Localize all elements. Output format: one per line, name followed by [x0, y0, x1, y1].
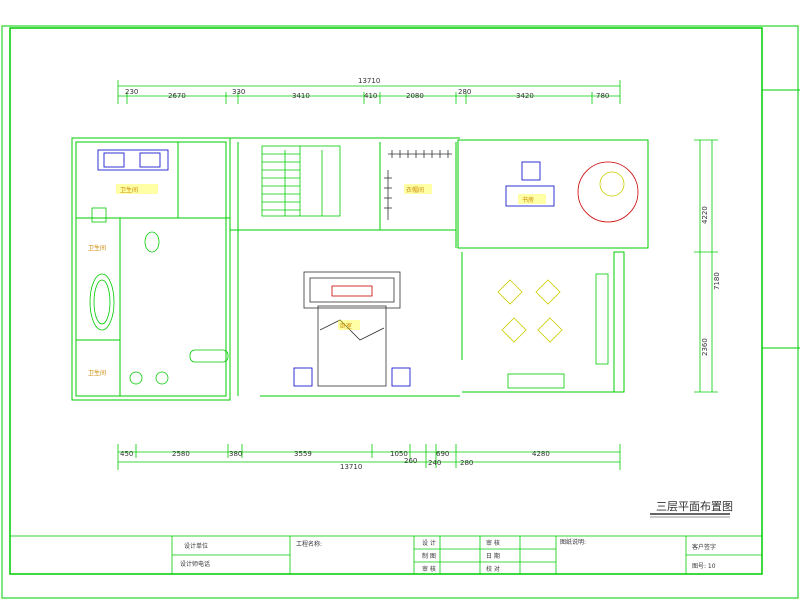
bottom-dim-4: 3559 — [294, 450, 312, 458]
title-design-unit: 设计单位 — [184, 542, 208, 550]
room-label-bathroom: 卫生间 — [120, 186, 138, 194]
top-dim-6: 2080 — [406, 92, 424, 100]
bottom-dim-3: 380 — [229, 450, 242, 458]
title-project-name: 工程名称: — [296, 540, 322, 548]
bottom-dimension-chain — [117, 444, 621, 470]
bottom-sub-dim-1: 260 — [404, 457, 417, 465]
bathroom-fixtures — [89, 149, 229, 385]
top-dim-4: 3410 — [292, 92, 310, 100]
top-dim-2: 2670 — [168, 92, 186, 100]
top-dimension-chain — [117, 80, 621, 104]
walls — [71, 137, 649, 401]
closet-hangers — [384, 150, 452, 220]
bottom-dim-5: 1050 — [390, 450, 408, 458]
top-dim-7: 280 — [458, 88, 471, 96]
top-dim-5: 410 — [364, 92, 377, 100]
room-label-bedroom: 卧室 — [340, 322, 352, 330]
right-dim-2: 7180 — [713, 272, 721, 290]
title-note: 图纸说明: — [560, 538, 586, 546]
title-check2: 校 对 — [486, 565, 500, 573]
top-dim-8: 3420 — [516, 92, 534, 100]
top-dim-3: 330 — [232, 88, 245, 96]
title-date: 日 期 — [486, 552, 500, 560]
bed — [293, 271, 411, 387]
room-label-closet: 衣帽间 — [406, 186, 424, 194]
bottom-dim-1: 450 — [120, 450, 133, 458]
room-label-bathroom-small: 卫生间 — [88, 244, 106, 252]
title-check: 审 核 — [486, 539, 500, 547]
title-drawing-no: 图号: 10 — [692, 563, 716, 570]
bottom-dim-2: 2580 — [172, 450, 190, 458]
room-label-bathroom-lower: 卫生间 — [88, 369, 106, 377]
drawing-title: 三层平面布置图 — [656, 500, 733, 513]
bottom-sub-dim-3: 280 — [460, 459, 473, 467]
title-design: 设 计 — [422, 539, 436, 547]
right-dim-3: 2360 — [701, 338, 709, 356]
outer-frame — [1, 25, 799, 599]
title-client: 客户签字 — [692, 543, 716, 551]
title-drawing: 制 图 — [422, 552, 436, 560]
title-block — [9, 535, 763, 575]
study-furniture — [505, 161, 639, 223]
top-dim-9: 780 — [596, 92, 609, 100]
staircase — [261, 145, 341, 217]
bottom-dim-7: 4280 — [532, 450, 550, 458]
bottom-total-dimension: 13710 — [340, 463, 362, 471]
dining-furniture — [497, 273, 609, 389]
right-dimension-chain — [694, 139, 718, 393]
bottom-sub-dim-2: 240 — [428, 459, 441, 467]
top-total-dimension: 13710 — [358, 77, 380, 85]
right-dim-1: 4220 — [701, 206, 709, 224]
room-label-study: 书房 — [522, 196, 534, 204]
inner-frame — [9, 27, 763, 575]
top-dim-1: 230 — [125, 88, 138, 96]
title-review: 审 核 — [422, 565, 436, 573]
title-design-phone: 设计师电话 — [180, 560, 210, 568]
bottom-dim-6: 690 — [436, 450, 449, 458]
